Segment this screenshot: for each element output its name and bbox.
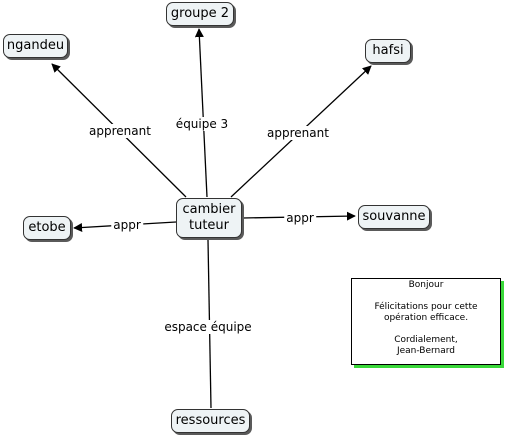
node-etobe[interactable]: etobe xyxy=(23,216,71,240)
node-hafsi[interactable]: hafsi xyxy=(365,39,411,63)
link-label-ressources: espace équipe xyxy=(162,320,254,334)
note-signature: Cordialement, Jean-Bernard xyxy=(394,335,458,356)
note-box: Bonjour Félicitations pour cette opérati… xyxy=(351,278,501,365)
node-groupe-2[interactable]: groupe 2 xyxy=(166,2,234,26)
link-label-etobe: appr xyxy=(111,218,143,232)
node-souvanne[interactable]: souvanne xyxy=(358,205,430,229)
note-greeting: Bonjour xyxy=(408,280,444,290)
link-label-hafsi: apprenant xyxy=(265,126,331,140)
link-label-ngandeu: apprenant xyxy=(87,124,153,138)
note-message: Félicitations pour cette opération effic… xyxy=(374,302,478,323)
link-label-groupe2: équipe 3 xyxy=(173,117,231,131)
node-ressources[interactable]: ressources xyxy=(171,409,250,433)
link-line-groupe2 xyxy=(194,28,208,198)
link-label-souvanne: appr xyxy=(284,211,316,225)
node-cambier-tuteur[interactable]: cambier tuteur xyxy=(176,198,242,238)
node-ngandeu[interactable]: ngandeu xyxy=(3,34,68,58)
